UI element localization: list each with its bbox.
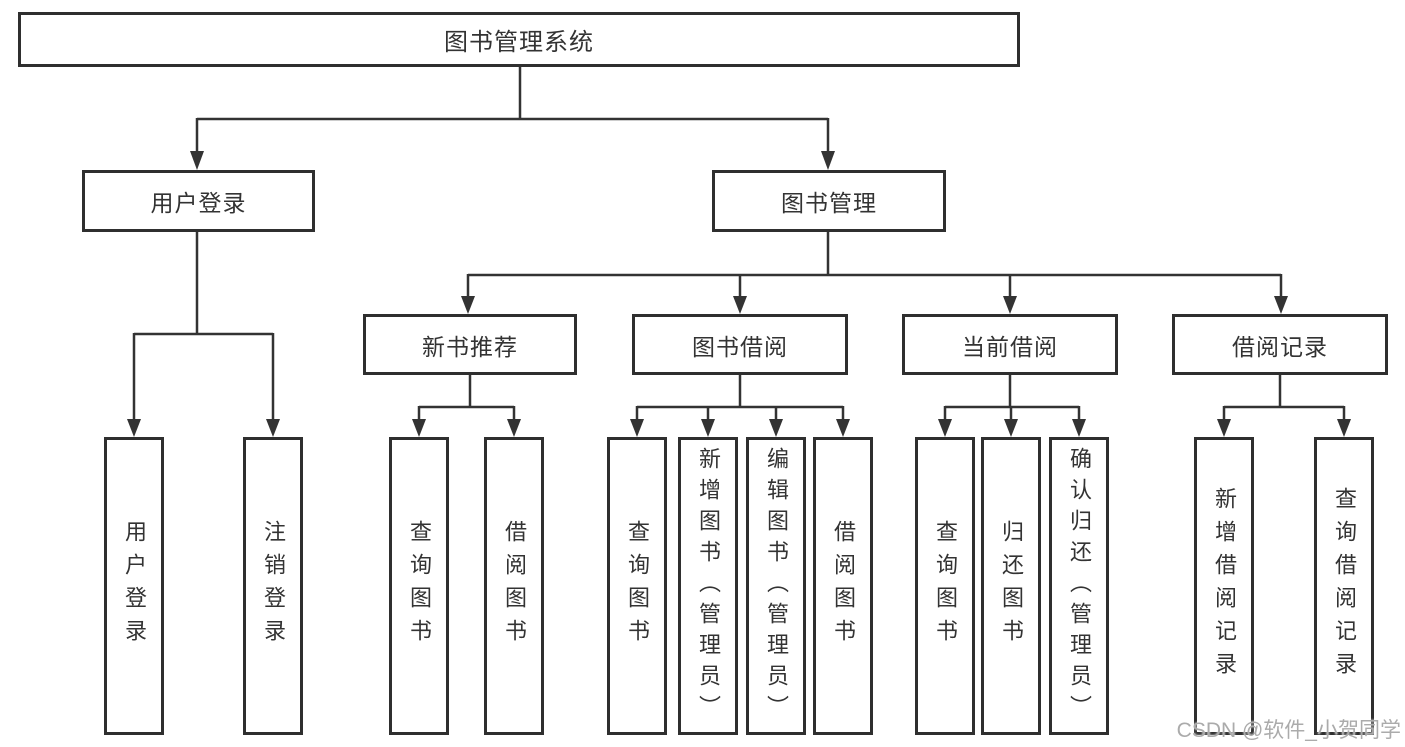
node-add-borrow-record: 新增借阅记录 (1194, 437, 1254, 735)
node-label: 归还图书 (999, 520, 1024, 652)
node-label: 当前借阅 (962, 333, 1058, 360)
node-confirm-return-admin: 确认归还（管理员） (1049, 437, 1109, 735)
node-new-book-recommend: 新书推荐 (363, 314, 577, 375)
node-edit-books-admin: 编辑图书（管理员） (746, 437, 806, 735)
node-label: 新书推荐 (422, 333, 518, 360)
node-label: 新增借阅记录 (1212, 487, 1237, 685)
node-label: 确认归还（管理员） (1067, 446, 1092, 726)
node-label: 借阅图书 (831, 520, 856, 652)
node-label: 用户登录 (122, 520, 147, 652)
node-label: 新增图书（管理员） (696, 446, 721, 726)
node-borrowing-records: 借阅记录 (1172, 314, 1388, 375)
node-book-borrowing: 图书借阅 (632, 314, 848, 375)
node-label: 借阅图书 (502, 520, 527, 652)
node-current-borrowing: 当前借阅 (902, 314, 1118, 375)
node-label: 图书借阅 (692, 333, 788, 360)
node-label: 查询借阅记录 (1332, 487, 1357, 685)
node-label: 编辑图书（管理员） (764, 446, 789, 726)
node-query-books-recommend: 查询图书 (389, 437, 449, 735)
node-user-login: 用户登录 (82, 170, 315, 232)
node-label: 查询图书 (407, 520, 432, 652)
node-label: 图书管理系统 (444, 29, 594, 56)
node-label: 图书管理 (781, 190, 877, 216)
node-label: 注销登录 (261, 520, 286, 652)
node-return-books: 归还图书 (981, 437, 1041, 735)
node-borrow-books: 借阅图书 (813, 437, 873, 735)
csdn-watermark: CSDN @软件_小贺同学 (1176, 719, 1401, 742)
node-query-books-borrowing: 查询图书 (607, 437, 667, 735)
node-label: 用户登录 (150, 190, 247, 216)
node-logout: 注销登录 (243, 437, 303, 735)
node-query-books-current: 查询图书 (915, 437, 975, 735)
node-book-management: 图书管理 (712, 170, 946, 232)
node-add-books-admin: 新增图书（管理员） (678, 437, 738, 735)
node-label: 查询图书 (625, 520, 650, 652)
node-query-borrow-record: 查询借阅记录 (1314, 437, 1374, 735)
node-library-system: 图书管理系统 (18, 12, 1020, 67)
node-user-login-action: 用户登录 (104, 437, 164, 735)
node-label: 查询图书 (933, 520, 958, 652)
node-label: 借阅记录 (1232, 333, 1328, 360)
node-borrow-books-recommend: 借阅图书 (484, 437, 544, 735)
